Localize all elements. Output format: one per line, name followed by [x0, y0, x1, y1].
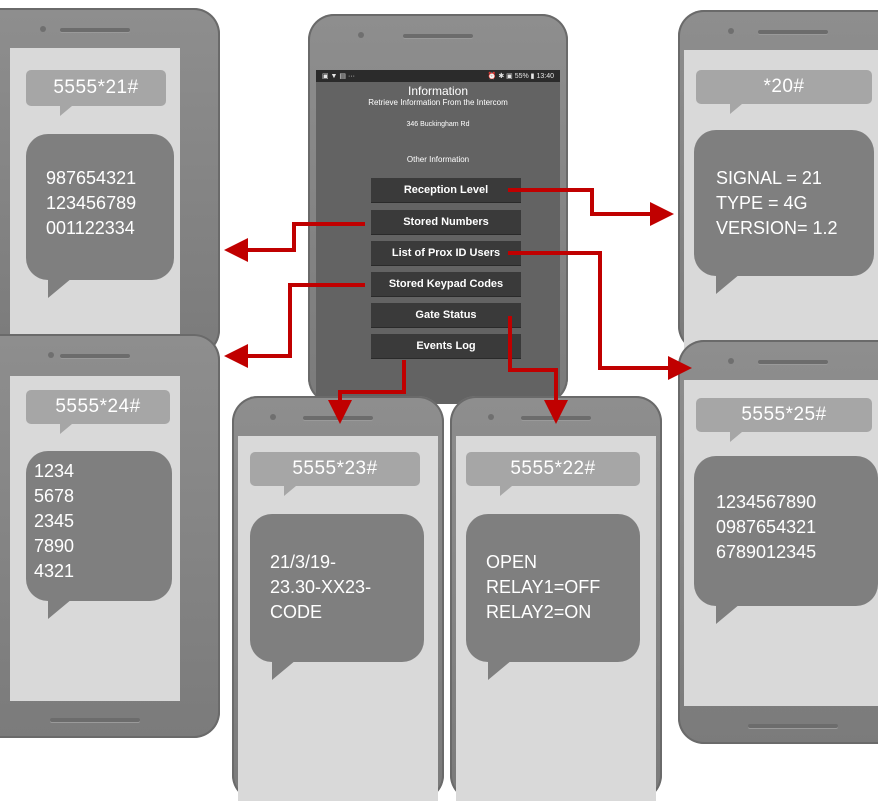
events-log-phone: 5555*23# 21/3/19- 23.30-XX23- CODE [232, 396, 444, 801]
status-bar: ▣ ▼ ▤ ··· ⏰ ✱ ▣ 55% ▮ 13:40 [316, 70, 560, 82]
speaker-grille [758, 30, 828, 34]
keypad-codes-reply-bubble: 1234 5678 2345 7890 4321 [26, 451, 172, 619]
keypad-codes-button[interactable]: Stored Keypad Codes [371, 272, 521, 297]
app-phone: ▣ ▼ ▤ ··· ⏰ ✱ ▣ 55% ▮ 13:40 Information … [308, 14, 568, 404]
reply-line: VERSION= 1.2 [716, 218, 838, 238]
prox-users-phone: 5555*25# 1234567890 0987654321 678901234… [678, 340, 878, 744]
reply-line: 7890 [34, 536, 75, 556]
stored-numbers-button[interactable]: Stored Numbers [371, 210, 521, 235]
status-icons-right: ⏰ ✱ ▣ 55% ▮ 13:40 [487, 73, 554, 80]
prox-users-reply-bubble: 1234567890 0987654321 6789012345 [694, 456, 878, 624]
camera-icon [270, 414, 276, 420]
arrow-gate-status [508, 316, 568, 424]
reply-line: 2345 [34, 511, 75, 531]
keypad-codes-phone: 5555*24# 1234 5678 2345 7890 4321 [0, 334, 220, 738]
reply-line: RELAY1=OFF [486, 577, 601, 597]
reception-level-phone: *20# SIGNAL = 21 TYPE = 4G VERSION= 1.2 [678, 10, 878, 352]
camera-icon [728, 358, 734, 364]
reply-line: 1234567890 [716, 492, 817, 512]
speaker-grille [60, 28, 130, 32]
reception-level-button[interactable]: Reception Level [371, 178, 521, 203]
speaker-grille [758, 360, 828, 364]
arrow-prox-id-users [508, 251, 692, 380]
speaker-grille [403, 34, 473, 38]
stored-numbers-reply-bubble: 987654321 123456789 001122334 [26, 134, 174, 298]
reply-line: OPEN [486, 552, 538, 572]
section-label: Other Information [406, 155, 470, 164]
reply-line: 4321 [34, 561, 75, 581]
reply-line: TYPE = 4G [716, 193, 808, 213]
gate-status-phone: 5555*22# OPEN RELAY1=OFF RELAY2=ON [450, 396, 662, 801]
ussd-code-bubble: 5555*25# [696, 398, 872, 442]
reply-line: RELAY2=ON [486, 602, 592, 622]
app-screen: ▣ ▼ ▤ ··· ⏰ ✱ ▣ 55% ▮ 13:40 Information … [316, 70, 560, 404]
stored-numbers-phone: 5555*21# 987654321 123456789 001122334 [0, 8, 220, 356]
camera-icon [40, 26, 46, 32]
arrow-keypad-codes [224, 283, 365, 368]
camera-icon [488, 414, 494, 420]
ussd-code-bubble: 5555*24# [26, 390, 170, 434]
reply-line: 1234 [34, 461, 75, 481]
prox-id-users-button[interactable]: List of Prox ID Users [371, 241, 521, 266]
reception-level-reply-bubble: SIGNAL = 21 TYPE = 4G VERSION= 1.2 [694, 130, 874, 294]
ussd-code-bubble: 5555*22# [466, 452, 640, 496]
arrow-events-log [328, 360, 406, 424]
events-log-button[interactable]: Events Log [371, 334, 521, 359]
gate-status-reply-bubble: OPEN RELAY1=OFF RELAY2=ON [466, 514, 640, 680]
reply-line: CODE [270, 602, 323, 622]
reply-line: 21/3/19- [270, 552, 337, 572]
gate-status-button[interactable]: Gate Status [371, 303, 521, 328]
home-bar [748, 724, 838, 728]
events-log-reply-bubble: 21/3/19- 23.30-XX23- CODE [250, 514, 424, 680]
reply-line: 6789012345 [716, 542, 817, 562]
status-icons-left: ▣ ▼ ▤ ··· [322, 73, 355, 80]
home-bar [50, 718, 140, 722]
camera-icon [48, 352, 54, 358]
reply-line: 987654321 [46, 168, 137, 188]
ussd-code-bubble: 5555*21# [26, 70, 166, 116]
page-title: Information [407, 84, 469, 98]
speaker-grille [60, 354, 130, 358]
camera-icon [358, 32, 364, 38]
ussd-code-bubble: 5555*23# [250, 452, 420, 496]
reply-line: 5678 [34, 486, 75, 506]
reply-line: SIGNAL = 21 [716, 168, 822, 188]
ussd-code-bubble: *20# [696, 70, 872, 114]
arrow-reception-level [508, 188, 674, 226]
address-label: 346 Buckingham Rd [406, 121, 470, 128]
arrow-stored-numbers [224, 222, 365, 262]
reply-line: 0987654321 [716, 517, 817, 537]
page-subtitle: Retrieve Information From the Intercom [368, 98, 508, 107]
reply-line: 23.30-XX23- [270, 577, 372, 597]
camera-icon [728, 28, 734, 34]
reply-line: 001122334 [46, 218, 135, 238]
reply-line: 123456789 [46, 193, 137, 213]
